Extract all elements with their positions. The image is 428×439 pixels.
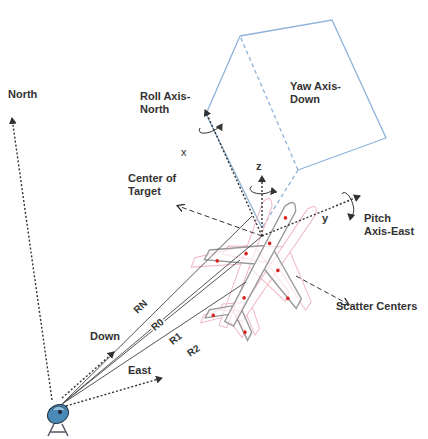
axis-letter: x bbox=[181, 146, 187, 159]
aircraft bbox=[157, 158, 361, 371]
axis-label: East bbox=[128, 364, 151, 377]
callout-label: Center of Target bbox=[128, 172, 186, 198]
range-label: RN bbox=[130, 296, 151, 317]
range-label: R1 bbox=[166, 329, 186, 348]
axis-letter: y bbox=[322, 212, 328, 225]
axis-label: North bbox=[8, 88, 37, 101]
axis-label: Down bbox=[90, 330, 120, 343]
axis-label: Yaw Axis-Down bbox=[290, 80, 342, 106]
range-label: R2 bbox=[184, 341, 204, 360]
radar-dish bbox=[44, 401, 72, 436]
axis-letter: z bbox=[256, 160, 262, 173]
callout-label: Scatter Centers bbox=[336, 300, 426, 313]
axis-label: Pitch Axis-East bbox=[364, 212, 420, 238]
axis-label: Roll Axis-North bbox=[140, 90, 200, 116]
